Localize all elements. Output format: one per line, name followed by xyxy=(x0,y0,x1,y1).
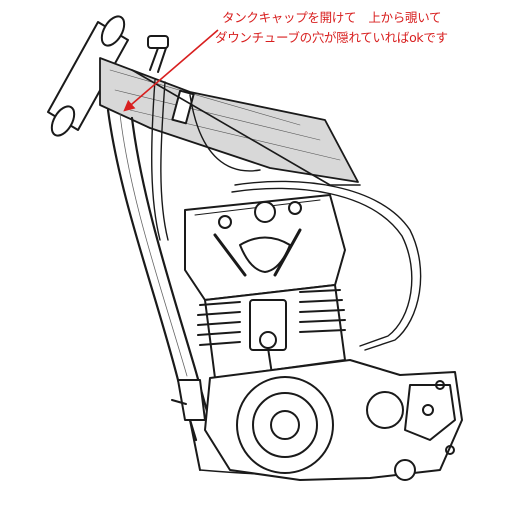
annotation-line-2: ダウンチューブの穴が隠れていればokです xyxy=(215,30,448,45)
annotation-line-1: タンクキャップを開けて 上から覗いて xyxy=(222,10,442,25)
tank-cap xyxy=(147,35,195,125)
down-tube xyxy=(106,69,361,442)
steering-head xyxy=(47,15,129,137)
crankcase xyxy=(204,359,463,481)
cylinder-head xyxy=(184,194,346,301)
cylinder-barrel xyxy=(197,284,346,401)
annotation-arrow xyxy=(123,29,219,112)
lower-frame xyxy=(171,379,206,471)
